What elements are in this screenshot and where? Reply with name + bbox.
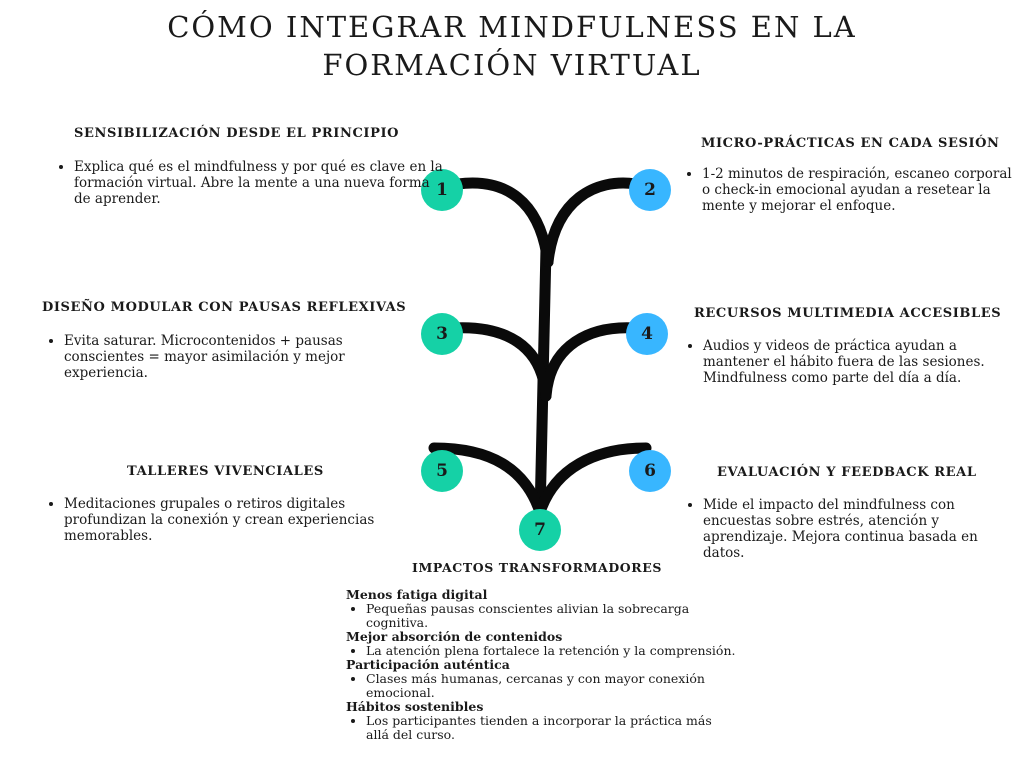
branch-3 [446,322,552,402]
impact-1-list: Pequeñas pausas conscientes alivian la s… [346,602,736,630]
node-4: 4 [626,313,668,355]
impact-4-list: Los participantes tienden a incorporar l… [346,714,736,742]
node-6: 6 [629,450,671,492]
impacts-heading: IMPACTOS TRANSFORMADORES [412,560,662,575]
impact-2-title: Mejor absorción de contenidos [346,629,563,644]
impact-2-list: La atención plena fortalece la retención… [346,644,736,658]
section-3-text: Evita saturar. Microcontenidos + pausas … [64,333,394,381]
section-4-text: Audios y videos de práctica ayudan a man… [703,338,1021,386]
section-6-list: Mide el impacto del mindfulness con encu… [681,497,1021,561]
impact-3-title: Participación auténtica [346,657,510,672]
section-3-heading: DISEÑO MODULAR CON PAUSAS REFLEXIVAS [42,300,407,315]
impact-1-title: Menos fatiga digital [346,587,488,602]
node-3: 3 [421,313,463,355]
section-4-heading: RECURSOS MULTIMEDIA ACCESIBLES [694,306,1002,321]
impact-3-text: Clases más humanas, cercanas y con mayor… [366,672,736,700]
impacts-list: Menos fatiga digital Pequeñas pausas con… [346,588,736,742]
section-1-heading: SENSIBILIZACIÓN DESDE EL PRINCIPIO [74,126,400,141]
section-1-list: Explica qué es el mindfulness y por qué … [52,159,444,207]
section-2-heading: MICRO-PRÁCTICAS EN CADA SESIÓN [701,136,1000,151]
page-title-line-1: CÓMO INTEGRAR MINDFULNESS EN LA [167,10,857,44]
branch-4 [540,322,642,402]
section-2-text: 1-2 minutos de respiración, escaneo corp… [702,166,1020,214]
branch-1 [452,177,554,268]
section-5-list: Meditaciones grupales o retiros digitale… [42,496,424,544]
impact-2-text: La atención plena fortalece la retención… [366,644,736,658]
node-5: 5 [421,450,463,492]
impact-4-title: Hábitos sostenibles [346,699,484,714]
node-1: 1 [421,169,463,211]
branch-6 [534,442,652,518]
branch-5 [428,442,546,518]
section-1-text: Explica qué es el mindfulness y por qué … [74,159,444,207]
page-title: CÓMO INTEGRAR MINDFULNESS EN LA FORMACIÓ… [112,8,912,84]
impact-4-text: Los participantes tienden a incorporar l… [366,714,736,742]
section-3-list: Evita saturar. Microcontenidos + pausas … [42,333,394,381]
impact-1-text: Pequeñas pausas conscientes alivian la s… [366,602,736,630]
section-4-list: Audios y videos de práctica ayudan a man… [681,338,1021,386]
section-2-list: 1-2 minutos de respiración, escaneo corp… [680,166,1020,214]
section-5-heading: TALLERES VIVENCIALES [127,464,324,479]
page-title-line-2: FORMACIÓN VIRTUAL [322,48,702,82]
section-6-heading: EVALUACIÓN Y FEEDBACK REAL [717,465,977,480]
section-6-text: Mide el impacto del mindfulness con encu… [703,497,1021,561]
impact-3-list: Clases más humanas, cercanas y con mayor… [346,672,736,700]
section-5-text: Meditaciones grupales o retiros digitale… [64,496,424,544]
node-7: 7 [519,509,561,551]
node-2: 2 [629,169,671,211]
branch-2 [542,177,642,268]
